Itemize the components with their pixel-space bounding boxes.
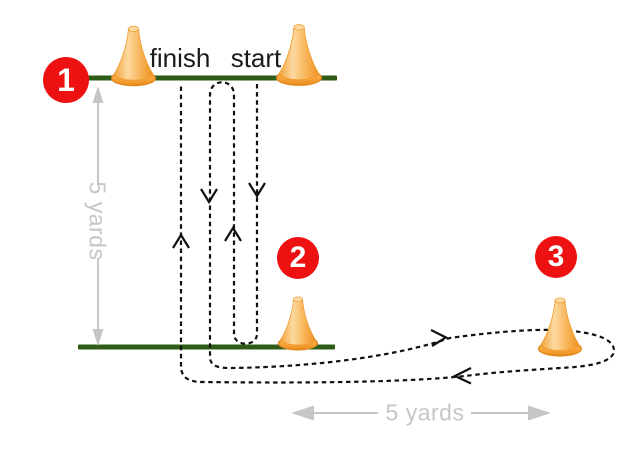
left-arrow-from-cone3 xyxy=(452,367,472,385)
station-number-1: 1 xyxy=(57,61,75,98)
traffic-cone-icon-station-2 xyxy=(277,296,319,351)
traffic-cone-icon-station-3 xyxy=(537,297,583,357)
up-arrow-middle-lane xyxy=(224,225,242,242)
station-number-3: 3 xyxy=(547,240,565,273)
station-badge-2: 2 xyxy=(277,237,319,279)
route-direction-arrows xyxy=(172,182,472,385)
down-arrow-start-lane xyxy=(248,182,266,199)
station-number-2: 2 xyxy=(289,241,307,274)
start-label: start xyxy=(230,43,282,73)
vertical-distance-label: 5 yards xyxy=(84,181,111,261)
horizontal-measure-arrow xyxy=(291,405,551,421)
station-badge-3: 3 xyxy=(535,236,577,278)
bottom-field-line xyxy=(78,344,335,350)
vertical-measure-arrow xyxy=(92,86,104,346)
finish-label: finish xyxy=(149,43,211,73)
horizontal-distance-label: 5 yards xyxy=(385,399,465,426)
traffic-cone-icon-top-right xyxy=(275,23,323,86)
station-badge-1: 1 xyxy=(43,57,89,103)
down-arrow-middle-lane xyxy=(200,188,218,205)
up-arrow-finish-lane xyxy=(172,232,190,249)
right-arrow-to-cone3 xyxy=(430,329,449,347)
